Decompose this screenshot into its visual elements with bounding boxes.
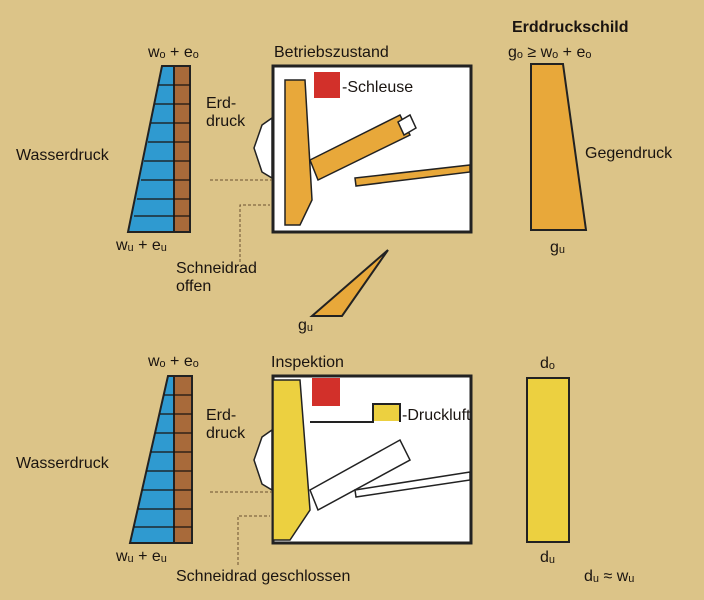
counter-pressure-diagram: [530, 63, 588, 231]
top-left-bottom-label: wᵤ + eᵤ: [115, 237, 167, 254]
cutter-closed-label: Schneidrad geschlossen: [176, 568, 350, 585]
cutter-arm: [253, 428, 273, 492]
airlock-icon: [312, 378, 340, 406]
screw-conveyor: [309, 438, 411, 512]
cutter-arm: [253, 116, 273, 180]
earth-pressure-label-1: Erd-: [206, 407, 236, 424]
triangle-label: gᵤ: [298, 317, 313, 334]
closed-cutter-wheel: [272, 379, 311, 541]
top-left-top-label: wₒ + eₒ: [147, 44, 199, 61]
top-state-label: Betriebszustand: [274, 44, 389, 61]
earth-pressure-diagram: [173, 375, 193, 544]
compressed-air-icon: [374, 405, 399, 421]
earth-pressure-diagram: [173, 65, 191, 233]
lock-label: -Schleuse: [342, 79, 413, 96]
counter-pressure-label: Gegendruck: [585, 145, 673, 162]
air-chamber-outline: [310, 403, 401, 423]
belt-conveyor: [354, 164, 471, 187]
guide-line: [237, 515, 270, 565]
bottom-right-top-label: dₒ: [540, 355, 555, 372]
top-section: wₒ + eₒ wᵤ + eᵤ Wasserdruck Erd- druck B…: [16, 44, 673, 334]
water-pressure-diagram: [126, 65, 175, 233]
earth-pressure-label-2: druck: [206, 425, 246, 442]
top-right-bottom-label: gᵤ: [550, 239, 565, 256]
top-right-top-label: gₒ ≥ wₒ + eₒ: [508, 44, 591, 61]
bottom-left-top-label: wₒ + eₒ: [147, 353, 199, 370]
belt-conveyor: [354, 471, 471, 498]
earth-pressure-label-1: Erd-: [206, 95, 236, 112]
airlock-icon: [314, 72, 340, 98]
bottom-section: wₒ + eₒ wᵤ + eᵤ Wasserdruck Erd- druck I…: [16, 353, 634, 585]
bottom-right-bottom-label: dᵤ: [540, 549, 555, 566]
cutter-open-label-2: offen: [176, 278, 211, 295]
pressure-bulkhead: [284, 79, 313, 226]
cutter-open-label-1: Schneidrad: [176, 260, 257, 277]
conveyor-outlet: [397, 113, 417, 137]
water-pressure-label: Wasserdruck: [16, 455, 110, 472]
diagram-title: Erddruckschild: [512, 19, 628, 36]
bottom-state-label: Inspektion: [271, 354, 344, 371]
water-pressure-label: Wasserdruck: [16, 147, 110, 164]
guide-line: [239, 204, 270, 262]
air-label: -Druckluft: [402, 407, 471, 424]
pressure-relation-label: dᵤ ≈ wᵤ: [584, 568, 634, 585]
water-pressure-diagram: [128, 375, 175, 544]
air-pressure-diagram: [526, 377, 570, 543]
pressure-triangle: [309, 249, 389, 317]
screw-conveyor: [309, 113, 412, 182]
pressure-grid: [134, 394, 192, 528]
pressure-grid: [134, 84, 190, 217]
bottom-left-bottom-label: wᵤ + eᵤ: [115, 548, 167, 565]
earth-pressure-label-2: druck: [206, 113, 246, 130]
